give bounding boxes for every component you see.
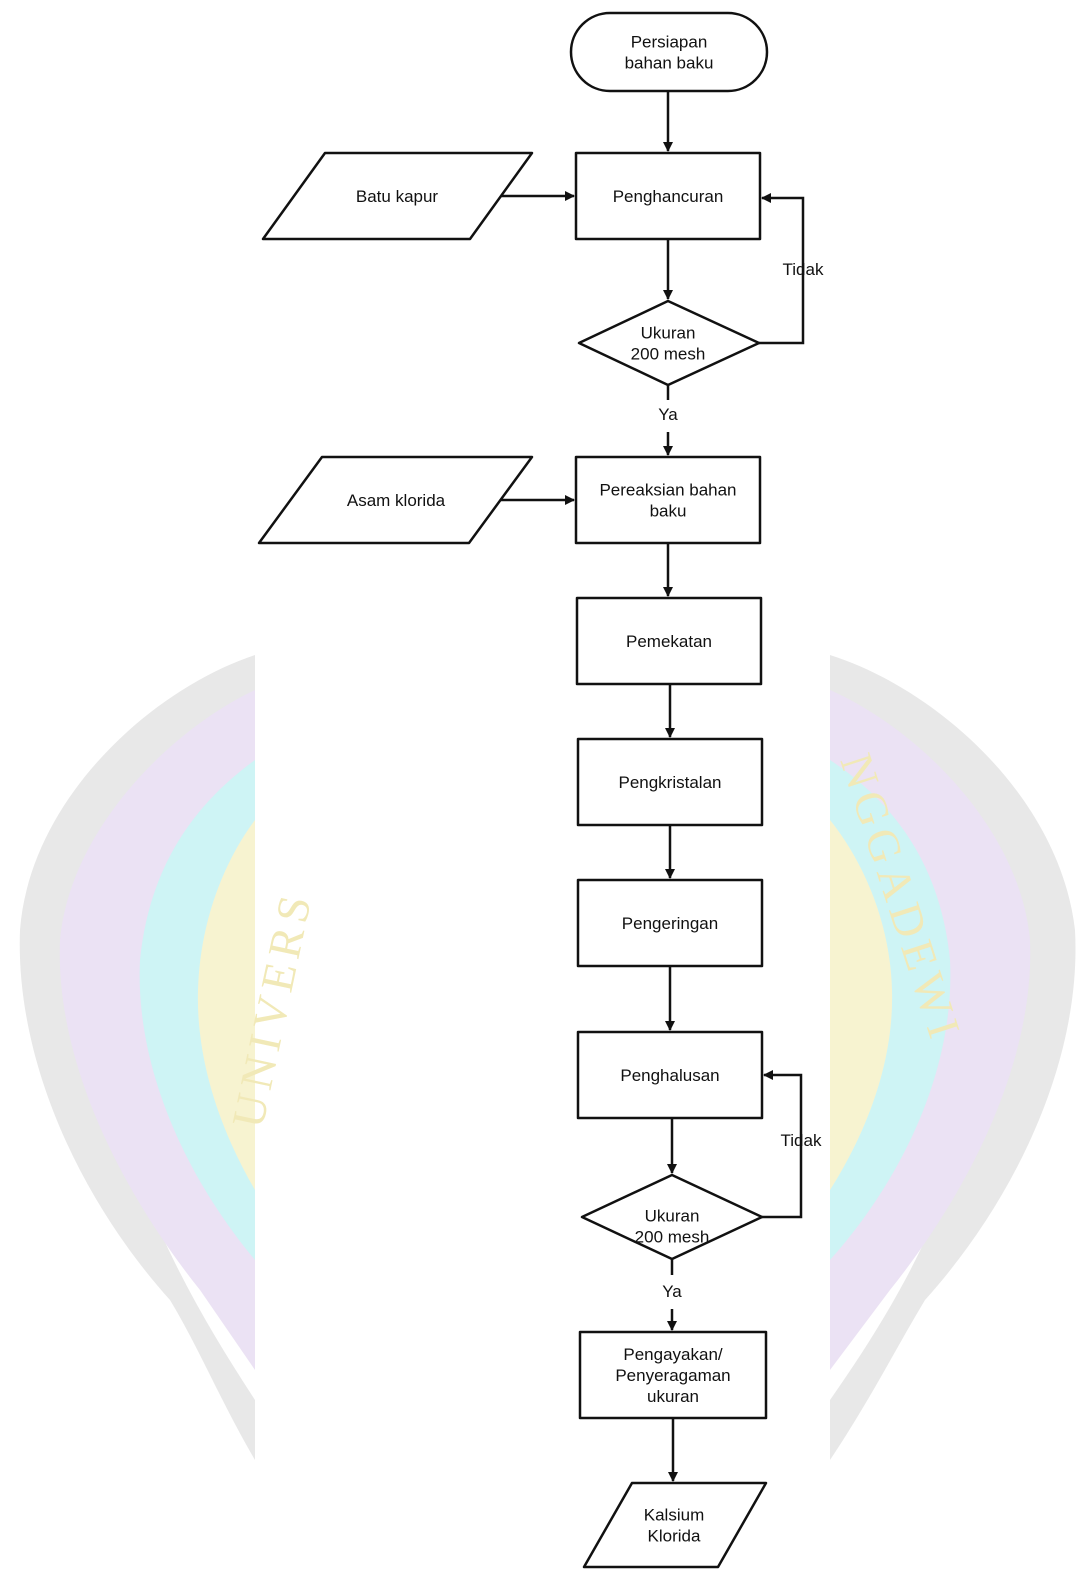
- concentration-label: Pemekatan: [626, 632, 712, 651]
- grinding-process-box: [576, 1030, 764, 1120]
- university-logo-watermark: UNIVERS NGGADEWI: [19, 655, 1076, 1460]
- edge-label-no-2: Tidak: [781, 1131, 822, 1150]
- input-limestone-parallelogram: [261, 151, 534, 241]
- watermark-right-outer: [830, 655, 1076, 1460]
- edge-label-yes-1: Ya: [658, 405, 678, 424]
- crushing-label: Penghancuran: [613, 187, 724, 206]
- crystallization-label: Pengkristalan: [618, 773, 721, 792]
- arrow-decision-1-no-loop: [759, 193, 805, 345]
- edge-label-yes-2: Ya: [662, 1282, 682, 1301]
- crystallization-process-box: [576, 737, 764, 827]
- decision-1-diamond: [577, 299, 761, 387]
- watermark-left-outer: [19, 655, 255, 1460]
- concentration-process-box: [575, 596, 763, 686]
- arrow-decision-2-no-loop: [762, 1070, 803, 1219]
- input-limestone-label: Batu kapur: [356, 187, 439, 206]
- drying-process-box: [576, 878, 764, 968]
- watermark-right-yellow: [830, 820, 893, 1190]
- output-parallelogram: [582, 1481, 768, 1569]
- drying-label: Pengeringan: [622, 914, 718, 933]
- grinding-label: Penghalusan: [620, 1066, 719, 1085]
- edge-label-no-1: Tidak: [783, 260, 824, 279]
- reaction-process-box: [574, 455, 762, 545]
- watermark-left-yellow: [197, 820, 255, 1190]
- input-acid-label: Asam klorida: [347, 491, 446, 510]
- start-terminator: [569, 11, 769, 93]
- input-acid-parallelogram: [257, 455, 534, 545]
- sieving-process-box: [578, 1330, 768, 1420]
